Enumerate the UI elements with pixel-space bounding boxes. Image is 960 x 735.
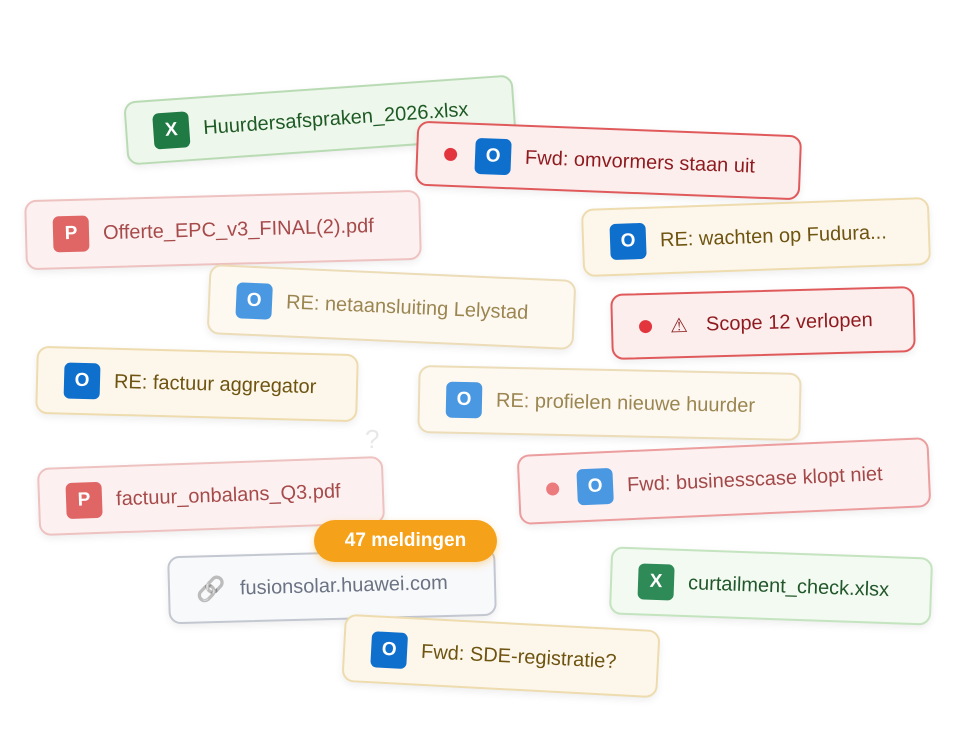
card-label: fusionsolar.huawei.com (239, 571, 449, 600)
card-label: RE: factuur aggregator (113, 370, 317, 399)
card-scope-verlopen[interactable]: ⚠ Scope 12 verlopen (610, 286, 916, 360)
card-label: RE: netaansluiting Lelystad (285, 291, 529, 324)
card-re-netaansluiting[interactable]: O RE: netaansluiting Lelystad (206, 264, 577, 350)
card-label: Fwd: omvormers staan uit (524, 146, 756, 178)
notification-count-badge: 47 meldingen (314, 520, 497, 562)
alert-dot (638, 319, 653, 333)
pdf-icon: P (52, 215, 90, 253)
faint-question-mark: ? (365, 424, 380, 454)
card-label: RE: wachten op Fudura... (659, 221, 888, 252)
card-label: Scope 12 verlopen (705, 309, 873, 336)
card-label: Offerte_EPC_v3_FINAL(2).pdf (102, 215, 375, 245)
outlook-icon: O (63, 362, 101, 400)
outlook-icon: O (445, 381, 483, 419)
outlook-icon: O (235, 282, 273, 320)
card-offerte-pdf[interactable]: P Offerte_EPC_v3_FINAL(2).pdf (24, 189, 422, 271)
unread-dot (545, 481, 560, 496)
excel-icon: X (152, 111, 191, 150)
card-curtailment-xlsx[interactable]: X curtailment_check.xlsx (608, 546, 934, 626)
outlook-icon: O (609, 222, 647, 261)
card-label: RE: profielen nieuwe huurder (495, 389, 756, 418)
card-fwd-businesscase[interactable]: O Fwd: businesscase klopt niet (516, 437, 932, 525)
card-fwd-sde-registratie[interactable]: O Fwd: SDE-registratie? (341, 613, 661, 699)
card-label: curtailment_check.xlsx (687, 572, 890, 602)
card-label: Fwd: businesscase klopt niet (626, 463, 884, 497)
card-label: Fwd: SDE-registratie? (420, 640, 618, 674)
card-re-wachten-fudura[interactable]: O RE: wachten op Fudura... (580, 196, 932, 278)
card-fwd-omvormers[interactable]: O Fwd: omvormers staan uit (414, 120, 803, 201)
warning-icon: ⚠ (669, 314, 689, 337)
excel-icon: X (637, 563, 675, 601)
outlook-icon: O (474, 137, 512, 175)
card-label: factuur_onbalans_Q3.pdf (115, 480, 341, 511)
link-icon: 🔗 (195, 575, 227, 604)
unread-dot (443, 147, 458, 162)
outlook-icon: O (370, 631, 409, 670)
card-re-profielen[interactable]: O RE: profielen nieuwe huurder (417, 364, 802, 442)
pdf-icon: P (65, 481, 103, 520)
card-re-factuur-aggregator[interactable]: O RE: factuur aggregator (35, 345, 359, 423)
outlook-icon: O (576, 467, 614, 506)
